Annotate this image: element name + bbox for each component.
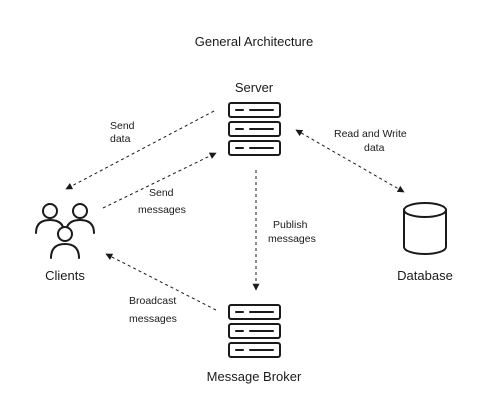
server-label: Server: [235, 80, 274, 95]
send-messages-label-line1: Send: [149, 187, 174, 199]
publish-label-line1: Publish: [273, 219, 308, 231]
send-data-arrow: [65, 110, 215, 190]
broadcast-arrow: [105, 253, 217, 311]
server-rack-icon: [228, 304, 281, 358]
publish-label-line2: messages: [268, 233, 316, 245]
send-messages-label-line2: messages: [138, 204, 186, 216]
broadcast-label-line1: Broadcast: [129, 295, 176, 307]
clients-node: Clients: [35, 203, 95, 283]
edge-broadcast: Broadcast messages: [105, 253, 217, 325]
edge-send-messages: Send messages: [102, 152, 217, 216]
server-rack-icon: [228, 102, 281, 156]
server-node: Server: [228, 80, 281, 156]
send-messages-arrow: [102, 152, 217, 209]
edge-publish: Publish messages: [252, 170, 316, 291]
clients-label: Clients: [45, 268, 85, 283]
broadcast-label-line2: messages: [129, 313, 177, 325]
message-broker-label: Message Broker: [207, 369, 302, 384]
edge-send-data: Send data: [65, 110, 215, 190]
read-write-label-line2: data: [364, 142, 385, 154]
database-node: Database: [397, 202, 453, 283]
database-label: Database: [397, 268, 453, 283]
read-write-label-line1: Read and Write: [334, 128, 407, 140]
edge-read-write: Read and Write data: [295, 128, 407, 193]
message-broker-node: Message Broker: [207, 304, 302, 384]
send-data-label-line2: data: [110, 133, 131, 145]
send-data-label-line1: Send: [110, 120, 135, 132]
diagram-title: General Architecture: [195, 34, 314, 49]
users-icon: [35, 203, 95, 259]
database-cylinder-icon: [403, 202, 447, 255]
read-write-arrow: [295, 129, 405, 193]
